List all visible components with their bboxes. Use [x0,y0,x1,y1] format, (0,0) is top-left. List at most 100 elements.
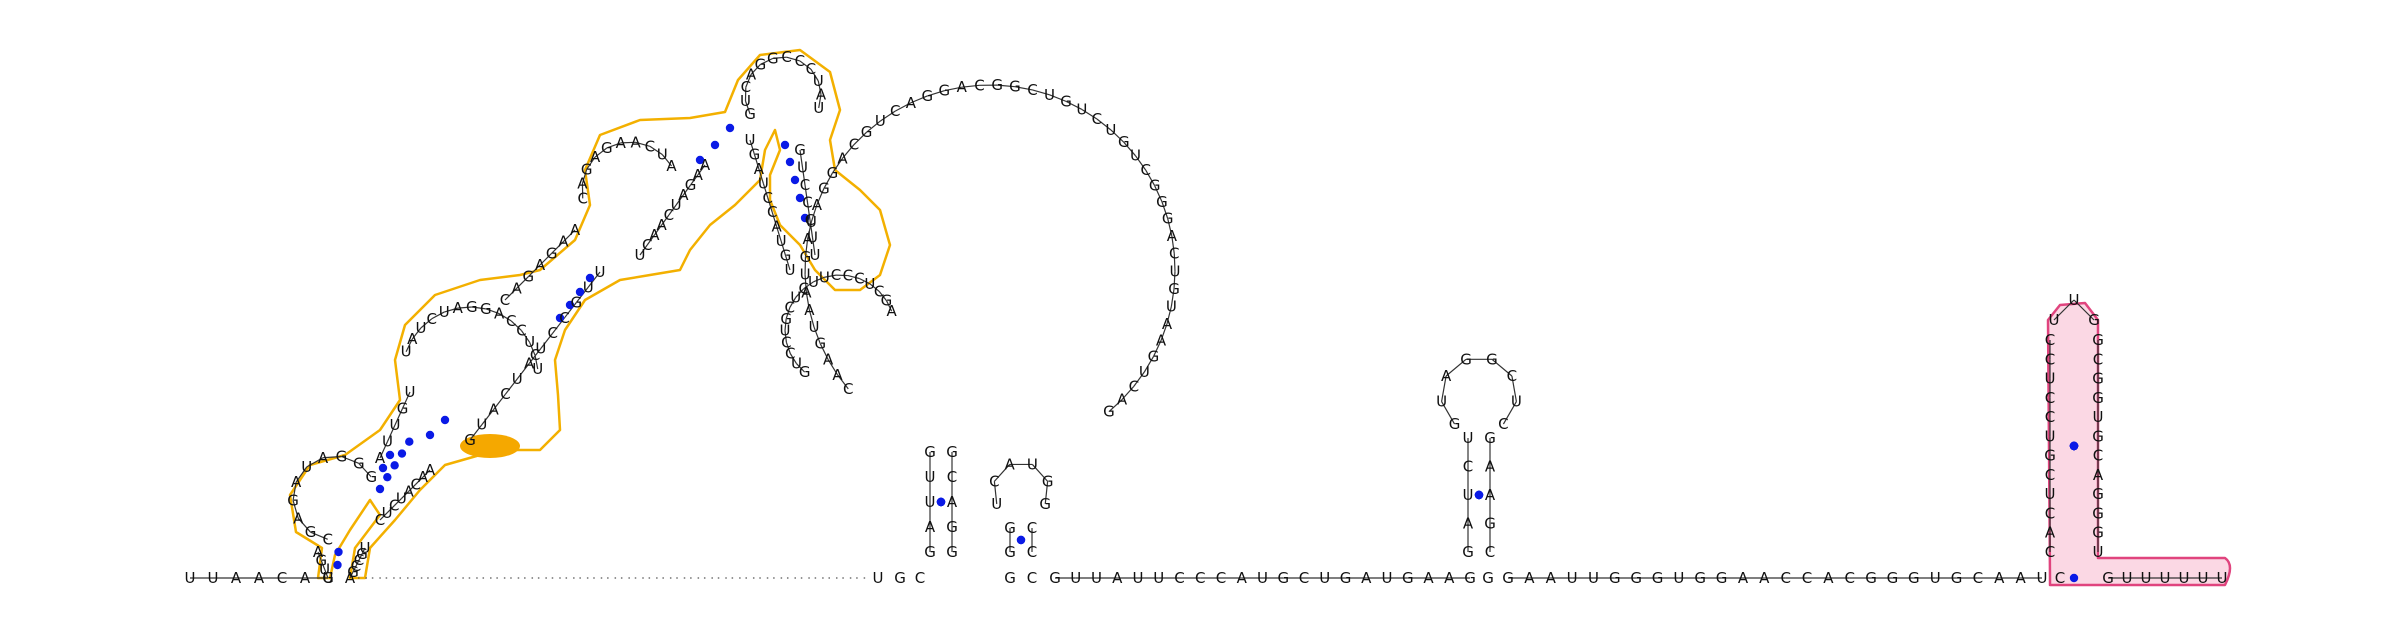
backbone-link [927,90,945,97]
nucleotide-U: U [524,333,535,351]
nucleotide-C: C [974,76,984,94]
backbone-link [415,476,424,485]
backbone-link [386,505,395,514]
highlight-pink-terminator [2046,301,2232,587]
nucleotide-C: C [1027,569,1037,587]
nucleotide-A: A [489,400,500,418]
backbone-link [322,455,342,459]
nucleotide-C: C [2045,466,2055,484]
backbone-link [485,308,500,315]
base-pair-dot [375,484,385,494]
nucleotide-G: G [946,443,958,461]
nucleotide-A: A [577,175,588,193]
backbone-link [795,288,805,298]
nucleotide-A: A [570,221,581,239]
nucleotide-A: A [375,449,386,467]
backbone-link [594,147,608,158]
backbone-link [649,145,663,155]
backbone-link [401,391,411,409]
nucleotide-U: U [323,569,334,587]
nucleotide-C: C [2045,543,2055,561]
nucleotide-C: C [2045,504,2055,522]
nucleotide-U: U [791,355,802,373]
nucleotide-C: C [500,385,510,403]
nucleotide-C: C [1463,458,1473,476]
nucleotide-G: G [1449,415,1461,433]
nucleotide-A: A [754,160,765,178]
nucleotide-U: U [657,145,668,163]
backbone-link [401,491,409,499]
nucleotide-U: U [1673,569,1684,587]
nucleotide-A: A [1485,486,1496,504]
nucleotide-C: C [530,346,540,364]
nucleotide-G: G [523,268,535,286]
nucleotide-A: A [558,233,569,251]
nucleotide-C: C [781,48,791,66]
nucleotide-G: G [818,180,830,198]
nucleotide-U: U [864,275,875,293]
backbone-link [422,469,431,478]
backbone-link [749,139,756,155]
base-pair-dot [790,175,800,185]
backbone-link [564,302,577,319]
backbone-link [1167,218,1173,237]
backbone-link [799,60,812,70]
backbone-link [813,276,825,283]
nucleotide-G: G [685,176,697,194]
nucleotide-C: C [410,475,420,493]
nucleotide-U: U [476,416,487,434]
base-pair-dot [800,213,810,223]
backbone-link [804,239,809,257]
backbone-link [379,441,389,459]
nucleotide-A: A [524,355,535,373]
nucleotide-A: A [649,226,660,244]
backbone-link [772,56,787,59]
nucleotide-C: C [781,333,791,351]
nucleotide-U: U [797,159,808,177]
nucleotide-C: C [843,267,853,285]
nucleotide-C: C [1129,377,1139,395]
nucleotide-G: G [353,454,365,472]
nucleotide-G: G [1464,569,1476,587]
backbone-link [1171,235,1175,254]
nucleotide-G: G [1148,348,1160,366]
nucleotide-U: U [807,229,818,247]
nucleotide-G: G [1060,92,1072,110]
backbone-link [1160,323,1168,341]
nucleotide-G: G [991,76,1003,94]
nucleotide-G: G [1402,569,1414,587]
nucleotide-U: U [2093,408,2104,426]
backbone-link [1108,399,1123,413]
nucleotide-G: G [2092,485,2104,503]
nucleotide-U: U [1139,363,1150,381]
nucleotide-A: A [812,196,823,214]
nucleotide-G: G [1908,569,1920,587]
nucleotide-A: A [1117,391,1128,409]
backbone-link [1121,385,1135,401]
nucleotide-G: G [464,431,476,449]
nucleotide-U: U [532,360,543,378]
nucleotide-G: G [316,552,328,570]
nucleotide-A: A [678,186,689,204]
nucleotide-C: C [1169,245,1179,263]
backbone-link [799,149,804,168]
nucleotide-U: U [1076,100,1087,118]
backbone-link [551,241,564,254]
nucleotide-C: C [2093,447,2103,465]
nucleotide-G: G [356,545,368,563]
nucleotide-G: G [1340,569,1352,587]
nucleotide-G: G [2092,504,2104,522]
nucleotide-G: G [581,160,593,178]
base-pair-dot [710,140,720,150]
backbone-link [355,559,360,567]
backbone-link [469,424,483,441]
nucleotide-C: C [506,312,516,330]
nucleotide-U: U [1511,393,1522,411]
backbone-link [2073,299,2095,321]
backbone-link [481,409,495,426]
backbone-link [1133,371,1145,387]
base-pair-dot [795,193,805,203]
nucleotide-C: C [351,557,361,575]
nucleotide-A: A [1237,569,1248,587]
backbone-link [405,338,413,353]
